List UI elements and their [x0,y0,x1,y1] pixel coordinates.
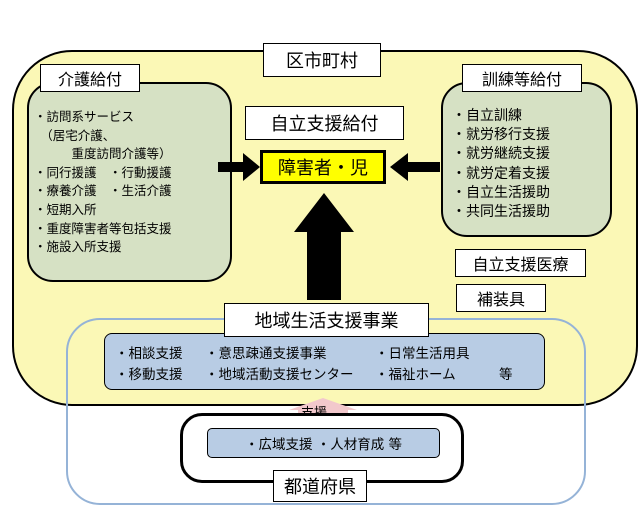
care-item: （居宅介護、 [34,127,116,143]
regional-item: ・相談支援 [115,346,183,362]
care-item: 重度訪問介護等） [34,146,172,162]
training-item: ・就労継続支援 [452,146,550,163]
care-benefits-title: 介護給付 [40,64,140,92]
care-item: ・訪問系サービス [34,109,135,124]
regional-item: ・福祉ホーム [375,367,456,383]
left-arrow-icon [390,153,440,181]
regional-program-box: ・相談支援 ・意思疎通支援事業 ・日常生活用具 ・移動支援 ・地域活動支援センタ… [104,333,545,390]
regional-program-title: 地域生活支援事業 [224,303,429,337]
training-item: ・就労定着支援 [452,165,550,182]
regional-item: ・日常生活用具 [375,346,470,362]
care-item: ・重度障害者等包括支援 [34,220,172,236]
training-item: ・就労移行支援 [452,127,550,144]
equipment-label: 補装具 [456,284,546,312]
prefecture-title: 都道府県 [273,470,367,502]
municipality-title: 区市町村 [263,43,381,77]
care-item: ・短期入所 [34,201,97,217]
right-arrow-icon [218,153,260,181]
care-item: ・施設入所支援 [34,239,122,255]
care-benefits-list: ・訪問系サービス （居宅介護、 重度訪問介護等） ・同行援護 ・行動援護 ・療養… [34,108,172,257]
regional-item: ・移動支援 [115,367,183,383]
regional-item: ・地域活動支援センター [205,367,354,383]
prefecture-services: ・広域支援 ・人材育成 等 [207,428,440,458]
regional-item: ・意思疎通支援事業 [205,346,327,362]
training-benefits-box [441,82,612,237]
regional-item: 等 [499,367,513,383]
training-item: ・自立生活援助 [452,184,550,201]
care-item: ・療養介護 ・生活介護 [34,183,172,199]
training-item: ・共同生活援助 [452,204,550,221]
care-item: ・同行援護 ・行動援護 [34,164,172,180]
training-benefits-list: ・自立訓練 ・就労移行支援 ・就労継続支援 ・就労定着支援 ・自立生活援助 ・共… [452,107,550,222]
independence-benefits-label: 自立支援給付 [245,106,404,140]
training-benefits-title: 訓練等給付 [462,64,582,92]
medical-label: 自立支援医療 [455,249,586,277]
up-arrow-icon [294,193,354,300]
target-persons-box: 障害者・児 [260,150,386,184]
training-item: ・自立訓練 [452,108,522,124]
